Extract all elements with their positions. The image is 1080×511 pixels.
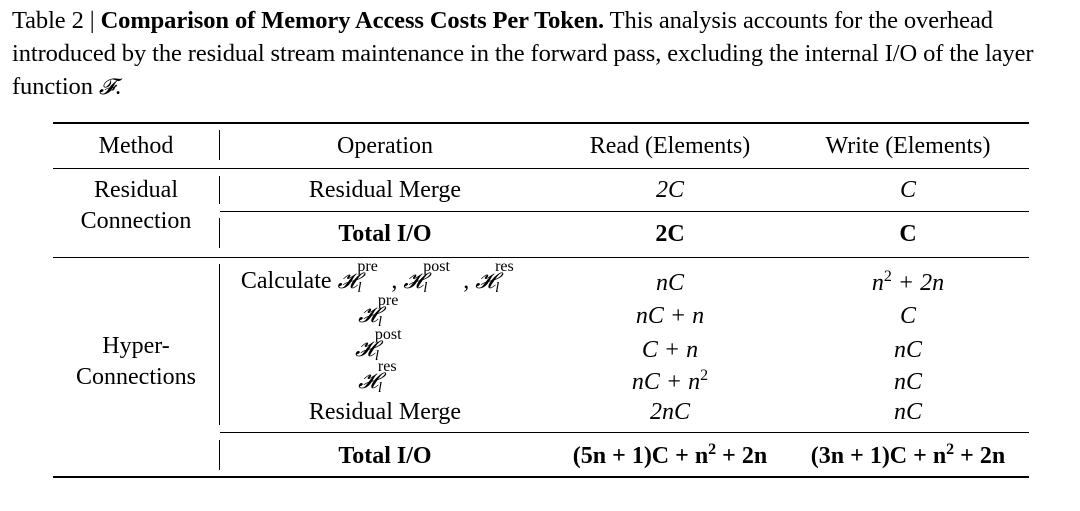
op-hyper-residual-merge: Residual Merge (308, 399, 462, 425)
op-residual-total: Total I/O (338, 221, 432, 247)
header-method: Method (98, 133, 174, 159)
op-hyper-total: Total I/O (338, 443, 432, 469)
table-caption: Table 2 | Comparison of Memory Access Co… (12, 4, 1072, 104)
op-residual-merge: Residual Merge (308, 177, 462, 203)
read-residual-total: 2C (655, 221, 685, 247)
column-separator (219, 440, 220, 470)
read-residual-merge: 2C (655, 177, 684, 203)
read-h-pre: nC + n (635, 303, 705, 329)
write-hyper-total: (3n + 1)C + n2 + 2n (810, 441, 1006, 470)
read-hyper-total: (5n + 1)C + n2 + 2n (572, 441, 768, 470)
write-calculate-h: n2 + 2n (871, 268, 945, 297)
write-residual-total: C (899, 221, 917, 247)
header-rule (53, 168, 1029, 169)
write-residual-merge: C (899, 177, 916, 203)
write-h-post: nC (893, 337, 922, 363)
hyper-total-rule (220, 432, 1029, 433)
caption-title: Comparison of Memory Access Costs Per To… (100, 7, 605, 34)
header-operation: Operation (337, 133, 433, 159)
read-calculate-h: nC (655, 270, 684, 296)
top-rule (53, 122, 1029, 124)
method-hyper-line1: Hyper- (102, 333, 170, 359)
column-separator (219, 130, 220, 160)
method-residual-line1: Residual (94, 177, 178, 203)
method-residual-line2: Connection (80, 208, 192, 234)
write-h-pre: C (899, 303, 916, 329)
caption-suffix: . (115, 73, 122, 100)
read-h-res: nC + n2 (631, 367, 709, 396)
write-hyper-residual-merge: nC (893, 399, 922, 425)
caption-prefix: Table 2 | (12, 7, 101, 34)
group-rule (53, 257, 1029, 258)
method-hyper-line2: Connections (76, 364, 196, 390)
header-read: Read (Elements) (589, 133, 751, 159)
write-h-res: nC (893, 369, 922, 395)
residual-total-rule (220, 211, 1029, 212)
header-write: Write (Elements) (825, 133, 991, 159)
column-separator (219, 176, 220, 204)
bottom-rule (53, 476, 1029, 478)
column-separator (219, 218, 220, 248)
column-separator (219, 264, 220, 425)
caption-symbol: 𝓕 (98, 75, 116, 100)
caption-body: This analysis accounts for the overhead … (12, 7, 1034, 100)
read-hyper-residual-merge: 2nC (649, 399, 690, 425)
read-h-post: C + n (641, 337, 699, 363)
